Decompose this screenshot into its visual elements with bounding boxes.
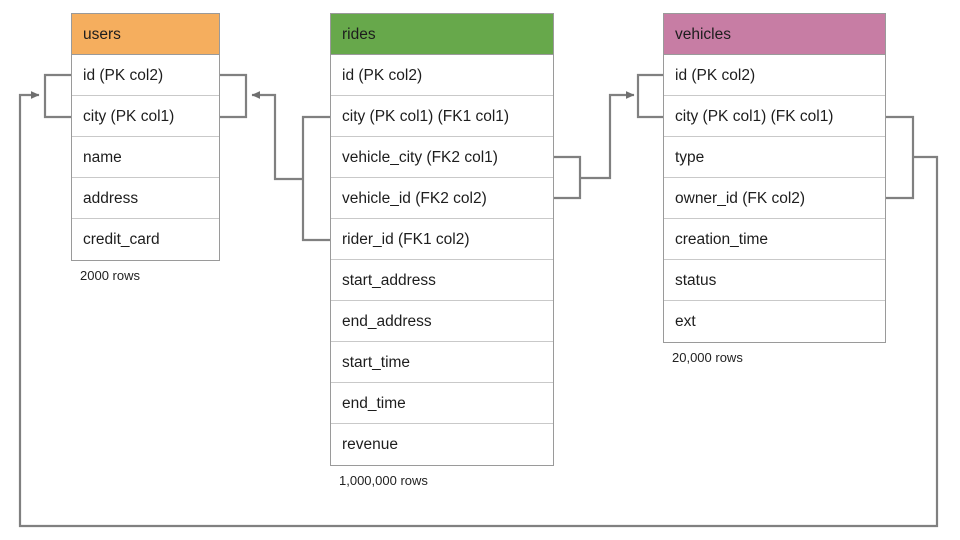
entity-users-field[interactable]: city (PK col1) (72, 96, 219, 137)
users-right-bracket (220, 73, 248, 119)
entity-rides-field[interactable]: city (PK col1) (FK1 col1) (331, 96, 553, 137)
users-left-bracket (43, 73, 71, 119)
entity-rides-field[interactable]: start_address (331, 260, 553, 301)
entity-vehicles-field[interactable]: type (664, 137, 885, 178)
entity-rides-field[interactable]: vehicle_id (FK2 col2) (331, 178, 553, 219)
entity-rides-row-count: 1,000,000 rows (339, 473, 428, 488)
entity-vehicles-field[interactable]: ext (664, 301, 885, 342)
rides-fk1-to-users-line (251, 91, 303, 181)
entity-rides-field[interactable]: revenue (331, 424, 553, 465)
entity-users-title: users (72, 14, 219, 55)
entity-rides-field[interactable]: end_address (331, 301, 553, 342)
rides-fk2-right-bracket (554, 155, 582, 200)
entity-rides-field[interactable]: end_time (331, 383, 553, 424)
entity-users-field[interactable]: id (PK col2) (72, 55, 219, 96)
entity-vehicles-field[interactable]: creation_time (664, 219, 885, 260)
entity-vehicles-field[interactable]: city (PK col1) (FK col1) (664, 96, 885, 137)
entity-vehicles-row-count: 20,000 rows (672, 350, 743, 365)
vehicles-right-bracket (886, 115, 915, 200)
entity-users-field[interactable]: credit_card (72, 219, 219, 260)
vehicles-left-bracket (636, 73, 663, 119)
entity-users-field[interactable]: name (72, 137, 219, 178)
entity-rides-field[interactable]: id (PK col2) (331, 55, 553, 96)
entity-users-field[interactable]: address (72, 178, 219, 219)
entity-vehicles-field[interactable]: status (664, 260, 885, 301)
entity-vehicles-field[interactable]: id (PK col2) (664, 55, 885, 96)
entity-rides-field[interactable]: start_time (331, 342, 553, 383)
entity-rides-field[interactable]: rider_id (FK1 col2) (331, 219, 553, 260)
entity-users-row-count: 2000 rows (80, 268, 140, 283)
rides-fk1-left-bracket (301, 115, 330, 242)
entity-rides-field[interactable]: vehicle_city (FK2 col1) (331, 137, 553, 178)
entity-rides-title: rides (331, 14, 553, 55)
entity-vehicles-field[interactable]: owner_id (FK col2) (664, 178, 885, 219)
rides-fk2-to-vehicles-line (580, 91, 635, 180)
entity-vehicles-title: vehicles (664, 14, 885, 55)
